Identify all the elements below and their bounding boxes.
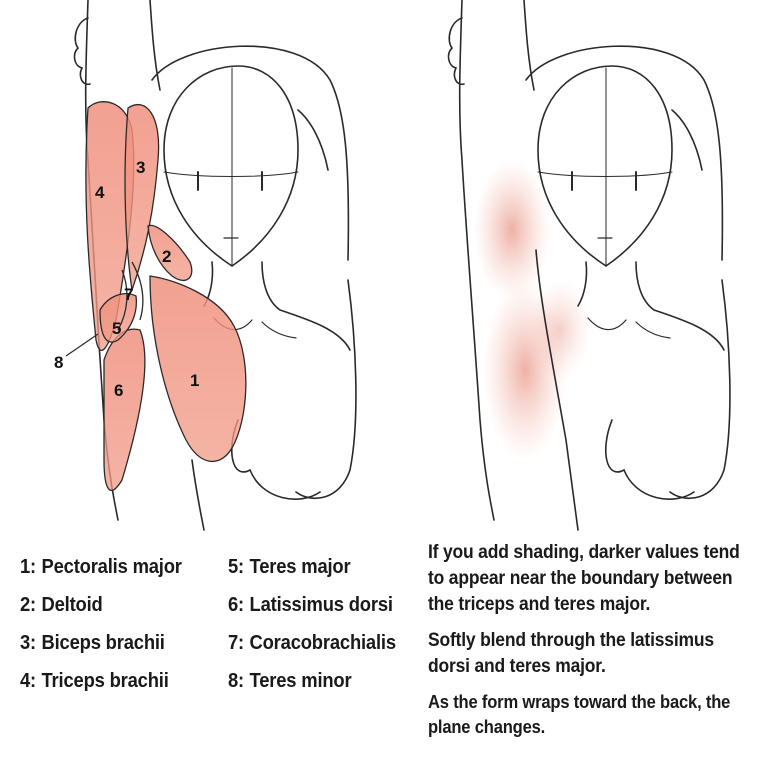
marker-5: 5 — [112, 319, 121, 338]
muscle-region-3 — [125, 105, 159, 290]
right-torso — [670, 280, 730, 498]
legend-column-1: 1:Pectoralis major 2:Deltoid 3:Biceps br… — [20, 556, 196, 708]
legend-item-1: 1:Pectoralis major — [20, 556, 182, 594]
note-plane-change: As the form wraps toward the back, the p… — [428, 690, 741, 740]
marker-3: 3 — [136, 158, 145, 177]
marker-7: 7 — [124, 285, 133, 304]
left-torso — [296, 280, 356, 498]
marker-6: 6 — [114, 381, 123, 400]
muscle-region-1 — [150, 276, 246, 461]
legend-item-3: 3:Biceps brachii — [20, 632, 182, 670]
shading-notes: If you add shading, darker values tend t… — [428, 540, 768, 750]
legend-item-2: 2:Deltoid — [20, 594, 182, 632]
marker-2: 2 — [162, 247, 171, 266]
marker-8-leader — [66, 334, 98, 356]
muscle-legend: 1:Pectoralis major 2:Deltoid 3:Biceps br… — [20, 556, 400, 756]
legend-column-2: 5:Teres major 6:Latissimus dorsi 7:Corac… — [228, 556, 410, 708]
marker-4: 4 — [95, 183, 105, 202]
legend-item-7: 7:Coracobrachialis — [228, 632, 396, 670]
anatomy-illustration: 1 2 3 4 5 6 7 8 — [0, 0, 773, 540]
legend-item-5: 5:Teres major — [228, 556, 396, 594]
marker-1: 1 — [190, 371, 199, 390]
left-head — [164, 66, 298, 266]
right-figure — [449, 0, 730, 530]
legend-item-6: 6:Latissimus dorsi — [228, 594, 396, 632]
right-head — [538, 66, 672, 266]
legend-item-4: 4:Triceps brachii — [20, 670, 182, 708]
muscle-regions — [86, 102, 246, 491]
legend-item-8: 8:Teres minor — [228, 670, 396, 708]
note-shading-boundary: If you add shading, darker values tend t… — [428, 540, 741, 618]
note-soft-blend: Softly blend through the latissimus dors… — [428, 628, 741, 680]
marker-8: 8 — [54, 353, 63, 372]
muscle-region-6 — [104, 329, 145, 490]
